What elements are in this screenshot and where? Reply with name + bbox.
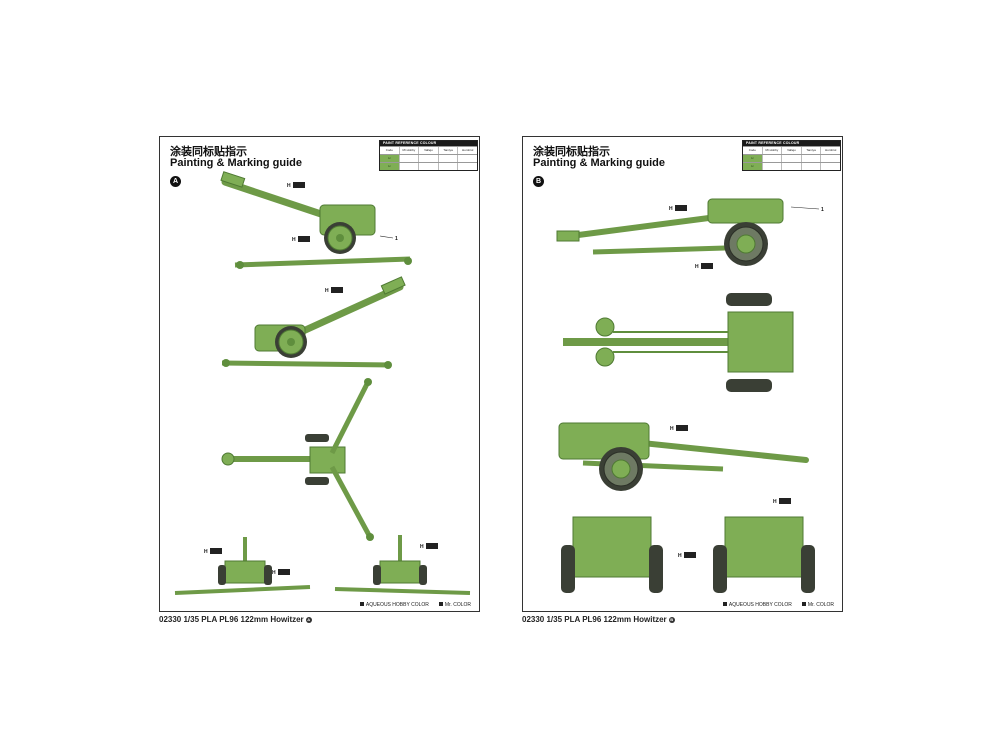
- callout-color-code: H: [420, 544, 424, 550]
- paint-reference-row: H: [380, 162, 477, 170]
- color-legend: AQUEOUS HOBBY COLOR Mr. COLOR: [359, 602, 471, 608]
- column-mrhobby: Mr.Hobby: [398, 147, 419, 154]
- color-legend: AQUEOUS HOBBY COLOR Mr. COLOR: [722, 602, 834, 608]
- title-english: Painting & Marking guide: [170, 157, 303, 169]
- legend-mr-color: Mr. COLOR: [438, 602, 471, 608]
- title-english: Painting & Marking guide: [533, 157, 666, 169]
- howitzer-top-view: [563, 293, 794, 392]
- column-vallejo: Vallejo: [781, 147, 801, 154]
- column-mrhobby: Mr.Hobby: [761, 147, 782, 154]
- howitzer-side-view-right: [558, 422, 809, 492]
- paint-reference-header: PAINT REFERENCE COLOUR: [380, 141, 477, 146]
- howitzer-side-view-travel: [556, 198, 784, 267]
- howitzer-side-view-right: [221, 276, 406, 369]
- view-letter-badge: A: [170, 176, 181, 187]
- table-cell: [398, 155, 419, 162]
- table-cell: [761, 155, 782, 162]
- callout-labels: H H H H H 1: [669, 205, 824, 559]
- paint-reference-row: H: [743, 162, 840, 170]
- column-tamiya: Tamiya: [437, 147, 458, 154]
- paint-reference-row: H: [380, 154, 477, 162]
- legend-mr-color: Mr. COLOR: [801, 602, 834, 608]
- caption-badge: B: [668, 616, 675, 623]
- color-swatch: H: [743, 163, 762, 170]
- table-cell: [800, 163, 821, 170]
- howitzer-rear-view: [334, 535, 471, 595]
- callout-color-code: H: [204, 549, 208, 555]
- guide-sheet-a: 涂装同标贴指示 Painting & Marking guide A PAINT…: [159, 136, 480, 612]
- column-tamiya: Tamiya: [800, 147, 821, 154]
- table-cell: [457, 163, 477, 170]
- howitzer-views-a: H H H H H H 1: [174, 171, 471, 595]
- table-cell: [781, 155, 801, 162]
- column-code: Code: [385, 148, 393, 152]
- table-cell: [418, 155, 438, 162]
- table-cell: [820, 163, 840, 170]
- table-cell: [437, 155, 458, 162]
- view-letter-badge: B: [533, 176, 544, 187]
- color-swatch: H: [743, 155, 762, 162]
- callout-color-code: H: [669, 206, 673, 212]
- table-cell: [418, 163, 438, 170]
- legend-aqueous: AQUEOUS HOBBY COLOR: [359, 602, 429, 608]
- paint-reference-table: PAINT REFERENCE COLOUR Code Mr.Hobby Val…: [742, 140, 841, 171]
- table-cell: [457, 155, 477, 162]
- howitzer-front-view: [174, 537, 311, 595]
- howitzer-front-view: [561, 516, 663, 593]
- title-chinese: 涂装同标贴指示: [533, 145, 610, 158]
- callout-color-code: H: [272, 570, 276, 576]
- column-code: Code: [748, 148, 756, 152]
- callout-color-code: H: [678, 553, 682, 559]
- table-cell: [761, 163, 782, 170]
- caption-badge: A: [305, 616, 312, 623]
- table-cell: [800, 155, 821, 162]
- column-vallejo: Vallejo: [418, 147, 438, 154]
- color-swatch: H: [380, 163, 399, 170]
- paint-reference-row: H: [743, 154, 840, 162]
- column-humbrol: Humbrol: [820, 147, 840, 154]
- paint-reference-header: PAINT REFERENCE COLOUR: [743, 141, 840, 146]
- howitzer-views-b: H H H H H 1: [556, 198, 824, 593]
- paint-reference-columns: Code Mr.Hobby Vallejo Tamiya Humbrol: [380, 146, 477, 154]
- callout-color-code: H: [695, 264, 699, 270]
- table-cell: [820, 155, 840, 162]
- table-cell: [398, 163, 419, 170]
- guide-sheet-b: 涂装同标贴指示 Painting & Marking guide B PAINT…: [522, 136, 843, 612]
- callout-color-code: H: [670, 426, 674, 432]
- howitzer-rear-view: [713, 516, 815, 593]
- callout-color-code: H: [325, 288, 329, 294]
- callout-decal-number: 1: [821, 207, 824, 213]
- callout-decal-number: 1: [395, 236, 398, 242]
- callout-color-code: H: [292, 237, 296, 243]
- callout-color-code: H: [773, 499, 777, 505]
- paint-reference-columns: Code Mr.Hobby Vallejo Tamiya Humbrol: [743, 146, 840, 154]
- howitzer-side-view-left: [220, 171, 412, 269]
- title-chinese: 涂装同标贴指示: [170, 145, 247, 158]
- legend-aqueous: AQUEOUS HOBBY COLOR: [722, 602, 792, 608]
- paint-reference-table: PAINT REFERENCE COLOUR Code Mr.Hobby Val…: [379, 140, 478, 171]
- table-cell: [437, 163, 458, 170]
- column-humbrol: Humbrol: [457, 147, 477, 154]
- callout-color-code: H: [287, 183, 291, 189]
- callout-labels: H H H H H H 1: [204, 182, 438, 576]
- color-swatch: H: [380, 155, 399, 162]
- table-cell: [781, 163, 801, 170]
- howitzer-top-view: [221, 378, 374, 541]
